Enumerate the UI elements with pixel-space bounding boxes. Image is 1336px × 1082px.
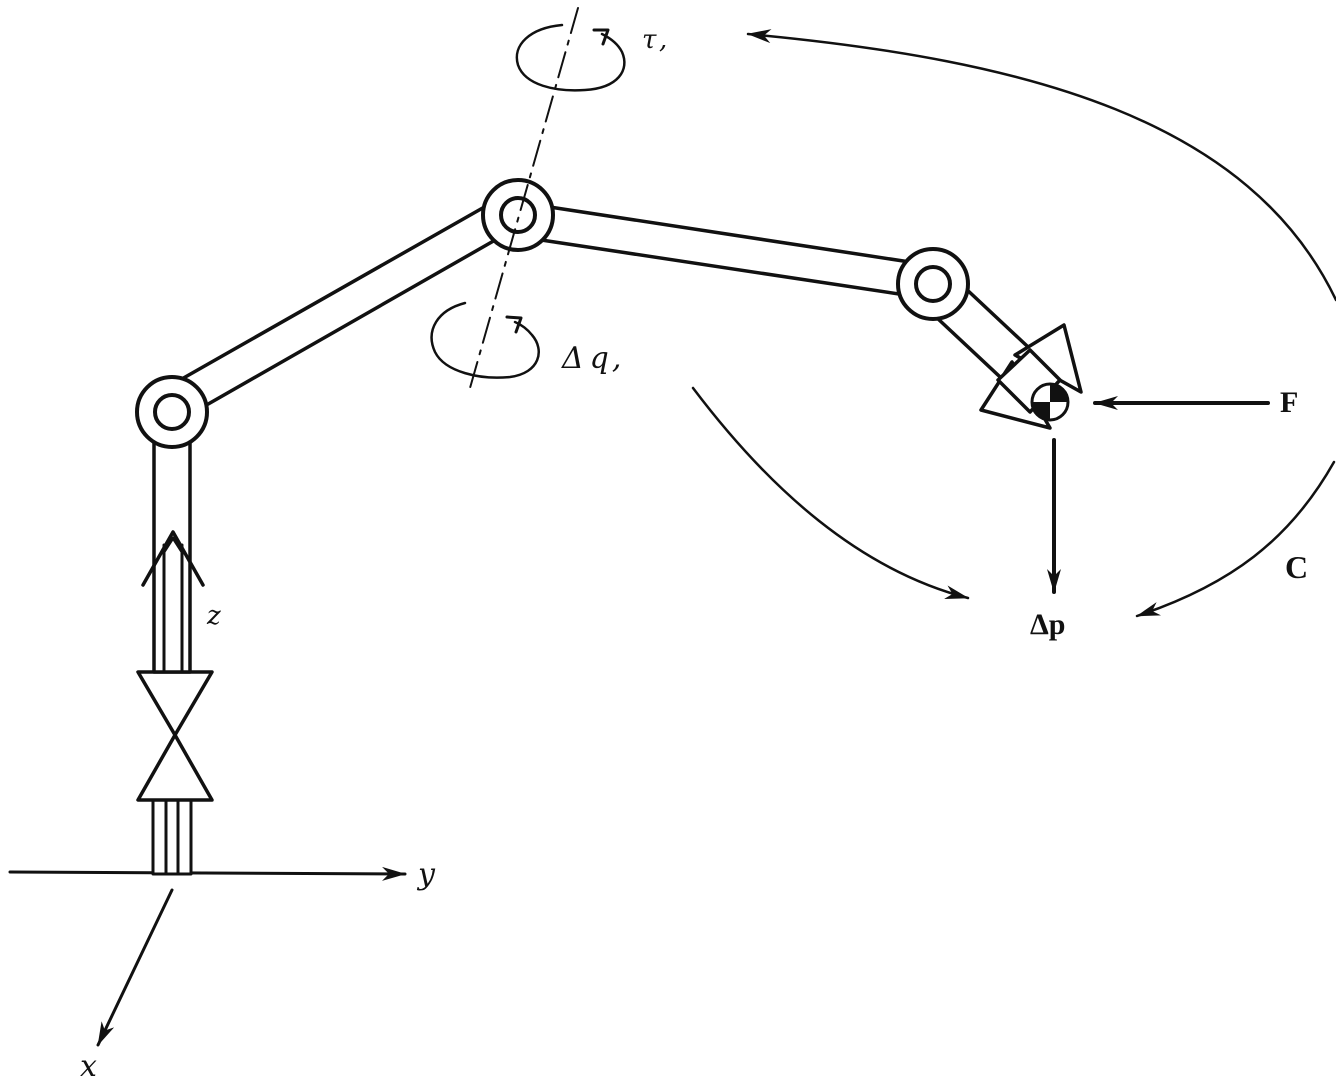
joint-2-rotation-axis bbox=[469, 7, 579, 389]
x-axis-line bbox=[96, 888, 174, 1047]
coordinate-axes bbox=[8, 866, 407, 1047]
joint-displacement-rotation-indicator bbox=[430, 301, 540, 379]
x-axis-label: x bbox=[80, 1049, 97, 1082]
link-1 bbox=[178, 195, 520, 413]
compliance-label: C bbox=[1285, 549, 1308, 585]
joint-to-displacement-curve bbox=[691, 386, 970, 600]
joint-1 bbox=[135, 375, 209, 449]
y-axis-line bbox=[8, 866, 407, 881]
joint-displacement-label: Δ q , bbox=[561, 341, 621, 376]
z-axis-label: z bbox=[206, 601, 221, 631]
end-effector bbox=[979, 323, 1083, 430]
compliance-curve-upper bbox=[746, 29, 1336, 302]
prismatic-joint-upper bbox=[136, 670, 214, 737]
displacement-label: Δp bbox=[1030, 608, 1066, 641]
z-axis-arrowhead bbox=[141, 530, 205, 587]
force-label: F bbox=[1280, 386, 1298, 419]
torque-rotation-indicator bbox=[515, 23, 626, 92]
joint-2 bbox=[481, 178, 555, 252]
prismatic-joint-lower bbox=[136, 733, 214, 802]
joint-3 bbox=[896, 247, 970, 321]
y-axis-label: y bbox=[416, 857, 436, 892]
link-2 bbox=[526, 202, 938, 301]
robot-base bbox=[136, 438, 214, 876]
torque-label: τ , bbox=[642, 25, 667, 55]
compliance-curve-lower bbox=[1135, 460, 1336, 618]
